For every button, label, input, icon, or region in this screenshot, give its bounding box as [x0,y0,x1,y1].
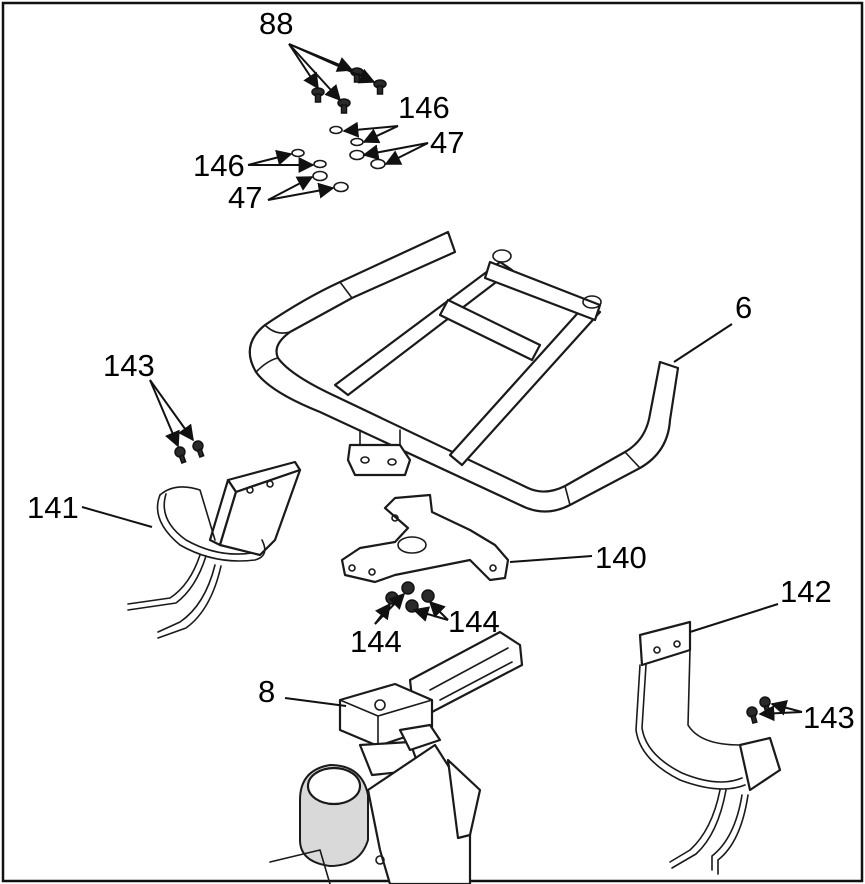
callout-47-lower: 47 [228,180,262,215]
bracket-140 [340,493,510,584]
screws-143-left [174,440,205,464]
handlebar-6 [248,230,680,513]
bottle-holder-142 [635,620,782,875]
callout-144-left: 144 [350,624,402,659]
screws-143-right [746,696,771,725]
callout-146-upper: 146 [398,90,450,125]
callout-88: 88 [259,6,293,41]
bottle-holder-141 [127,460,302,639]
callout-146-lower: 146 [193,148,245,183]
washers-146-47 [291,125,386,193]
callout-143-left: 143 [103,348,155,383]
callout-labels: 88 146 47 146 47 6 143 141 140 144 144 1… [27,6,855,735]
callout-6: 6 [735,290,752,325]
nuts-144 [385,581,435,613]
leader-lines [81,43,803,722]
callout-144-right: 144 [448,604,500,639]
callout-8: 8 [258,674,275,709]
callout-142: 142 [780,574,832,609]
callout-141: 141 [27,490,79,525]
slider-assembly-8 [269,630,524,884]
callout-47-upper: 47 [430,125,464,160]
callout-143-right: 143 [803,700,855,735]
screws-88 [311,67,387,114]
callout-140: 140 [595,540,647,575]
